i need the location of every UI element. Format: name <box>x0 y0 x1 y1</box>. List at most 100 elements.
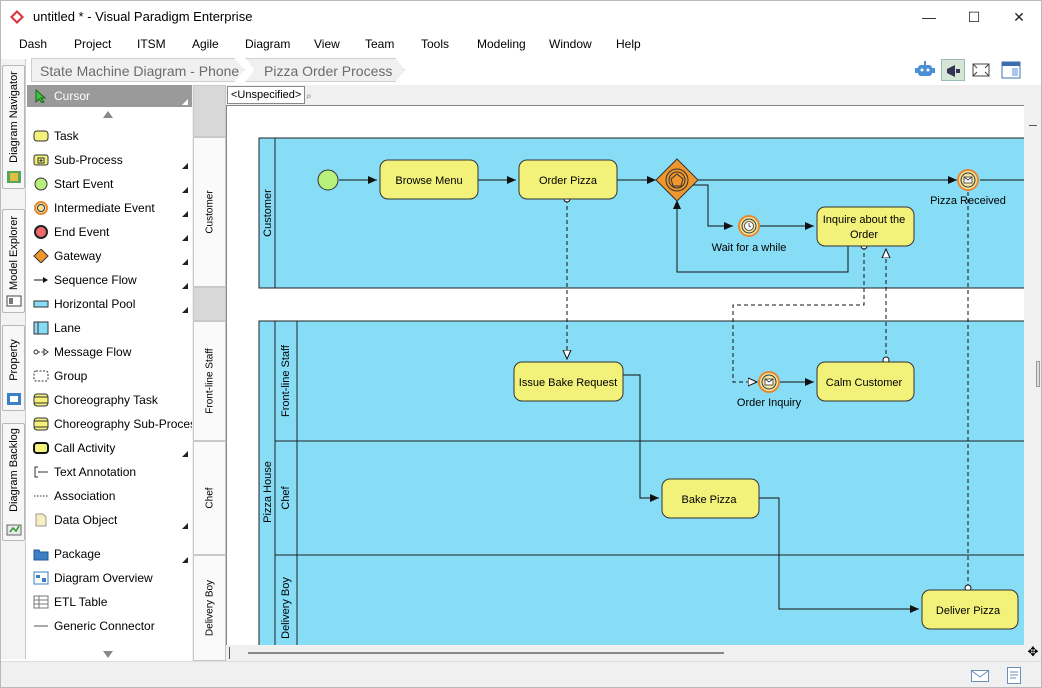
scroll-down-icon[interactable] <box>103 651 113 658</box>
unspecified-selector[interactable]: <Unspecified> <box>227 86 305 104</box>
robot-icon[interactable] <box>913 59 937 81</box>
tab-property[interactable]: Property <box>2 325 25 411</box>
diagram-canvas[interactable]: <Unspecified> ⌕ Customer <box>226 85 1041 661</box>
end-event-icon <box>33 225 49 239</box>
palette-item-group[interactable]: Group <box>27 365 192 387</box>
task-browse-menu[interactable]: Browse Menu <box>380 160 478 199</box>
palette-item-data-object[interactable]: Data Object <box>27 509 192 531</box>
palette-item-call-activity[interactable]: Call Activity <box>27 437 192 459</box>
palette-item-label: Association <box>54 489 115 503</box>
horizontal-scrollbar[interactable]: ✥ <box>226 645 1024 661</box>
breadcrumb-item-pizza-order[interactable]: Pizza Order Process <box>245 58 405 82</box>
call-activity-icon <box>33 441 49 455</box>
tab-diagram-navigator[interactable]: Diagram Navigator <box>2 65 25 189</box>
task-calm-customer[interactable]: Calm Customer <box>817 362 914 401</box>
menu-agile[interactable]: Agile <box>192 37 219 51</box>
expand-arrow-icon[interactable] <box>182 557 188 563</box>
association-icon <box>33 489 49 503</box>
menu-team[interactable]: Team <box>365 37 394 51</box>
menu-diagram[interactable]: Diagram <box>245 37 290 51</box>
fit-diagram-icon[interactable] <box>969 59 993 81</box>
palette-item-label: Text Annotation <box>54 465 136 479</box>
mail-icon[interactable] <box>971 670 989 682</box>
menu-window[interactable]: Window <box>549 37 592 51</box>
task-label: Issue Bake Request <box>519 377 617 389</box>
expand-arrow-icon[interactable] <box>182 163 188 169</box>
breadcrumb-item-state-machine[interactable]: State Machine Diagram - Phone <box>31 58 245 82</box>
expand-arrow-icon[interactable] <box>182 235 188 241</box>
menu-modeling[interactable]: Modeling <box>477 37 526 51</box>
pool-pizza-house-label: Pizza House <box>262 461 274 523</box>
palette-item-label: Gateway <box>54 249 101 263</box>
menu-dash[interactable]: Dash <box>19 37 47 51</box>
palette-item-package[interactable]: Package <box>27 543 192 565</box>
palette-item-sub-process[interactable]: Sub-Process <box>27 149 192 171</box>
expand-arrow-icon[interactable] <box>182 259 188 265</box>
palette-item-choreography-task[interactable]: Choreography Task <box>27 389 192 411</box>
minimize-button[interactable]: — <box>906 1 952 33</box>
palette-item-generic-connector[interactable]: Generic Connector <box>27 615 192 637</box>
task-bake-pizza[interactable]: Bake Pizza <box>662 479 759 518</box>
vertical-scrollbar[interactable] <box>1024 105 1041 645</box>
palette-item-choreography-sub-process[interactable]: Choreography Sub-Process <box>27 413 192 435</box>
palette-item-intermediate-event[interactable]: Intermediate Event <box>27 197 192 219</box>
notes-icon[interactable] <box>1007 667 1021 684</box>
menu-tools[interactable]: Tools <box>421 37 449 51</box>
palette-item-horizontal-pool[interactable]: Horizontal Pool <box>27 293 192 315</box>
horizontal-scrollbar-thumb[interactable] <box>248 652 724 654</box>
diagram-drawing-area[interactable]: Customer Pizza House Front-line Staff Ch… <box>226 105 1024 645</box>
lane-nav-customer[interactable]: Customer <box>193 137 226 287</box>
search-icon[interactable]: ⌕ <box>306 91 312 102</box>
palette-item-etl-table[interactable]: ETL Table <box>27 591 192 613</box>
lane-front-line-label: Front-line Staff <box>280 344 292 417</box>
expand-arrow-icon[interactable] <box>182 307 188 313</box>
lane-nav-chef[interactable]: Chef <box>193 441 226 555</box>
palette-item-gateway[interactable]: Gateway <box>27 245 192 267</box>
palette-item-association[interactable]: Association <box>27 485 192 507</box>
lane-nav-delivery[interactable]: Delivery Boy <box>193 555 226 661</box>
menu-itsm[interactable]: ITSM <box>137 37 166 51</box>
layout-panel-icon[interactable] <box>999 59 1023 81</box>
palette-item-label: Lane <box>54 321 81 335</box>
menu-bar: Dash Project ITSM Agile Diagram View Tea… <box>1 33 1041 55</box>
palette-item-label: End Event <box>54 225 109 239</box>
task-issue-bake-request[interactable]: Issue Bake Request <box>514 362 623 401</box>
announcement-icon[interactable] <box>941 59 965 81</box>
tab-diagram-backlog[interactable]: Diagram Backlog <box>2 423 25 541</box>
expand-arrow-icon[interactable] <box>182 283 188 289</box>
diagram-palette: Cursor TaskSub-ProcessStart EventInterme… <box>27 85 192 661</box>
scroll-up-icon[interactable] <box>103 111 113 118</box>
palette-item-message-flow[interactable]: Message Flow <box>27 341 192 363</box>
palette-item-sequence-flow[interactable]: Sequence Flow <box>27 269 192 291</box>
diagram-navigator-icon <box>6 170 22 184</box>
start-event[interactable] <box>318 170 338 190</box>
palette-item-label: ETL Table <box>54 595 107 609</box>
palette-item-text-annotation[interactable]: Text Annotation <box>27 461 192 483</box>
task-deliver-pizza[interactable]: Deliver Pizza <box>922 590 1018 629</box>
palette-item-end-event[interactable]: End Event <box>27 221 192 243</box>
lane-navigator: Customer Front-line Staff Chef Delivery … <box>192 85 226 661</box>
task-inquire-order[interactable]: Inquire about the Order <box>817 207 914 246</box>
palette-item-start-event[interactable]: Start Event <box>27 173 192 195</box>
task-order-pizza[interactable]: Order Pizza <box>519 160 617 199</box>
diagram-overview-icon <box>33 571 49 585</box>
expand-arrow-icon[interactable] <box>182 523 188 529</box>
palette-item-task[interactable]: Task <box>27 125 192 147</box>
vertical-scrollbar-thumb[interactable] <box>1036 361 1040 387</box>
palette-item-cursor[interactable]: Cursor <box>27 85 192 107</box>
expand-arrow-icon[interactable] <box>182 187 188 193</box>
lane-nav-front-line[interactable]: Front-line Staff <box>193 321 226 441</box>
menu-help[interactable]: Help <box>616 37 641 51</box>
palette-item-label: Diagram Overview <box>54 571 153 585</box>
palette-item-lane[interactable]: Lane <box>27 317 192 339</box>
menu-view[interactable]: View <box>314 37 340 51</box>
close-button[interactable]: ✕ <box>996 1 1042 33</box>
expand-arrow-icon[interactable] <box>182 451 188 457</box>
maximize-button[interactable]: ☐ <box>951 1 997 33</box>
tab-model-explorer[interactable]: Model Explorer <box>2 209 25 313</box>
palette-item-diagram-overview[interactable]: Diagram Overview <box>27 567 192 589</box>
message-flow-icon <box>33 345 49 359</box>
expand-arrow-icon[interactable] <box>182 211 188 217</box>
move-canvas-icon[interactable]: ✥ <box>1026 645 1040 659</box>
menu-project[interactable]: Project <box>74 37 111 51</box>
